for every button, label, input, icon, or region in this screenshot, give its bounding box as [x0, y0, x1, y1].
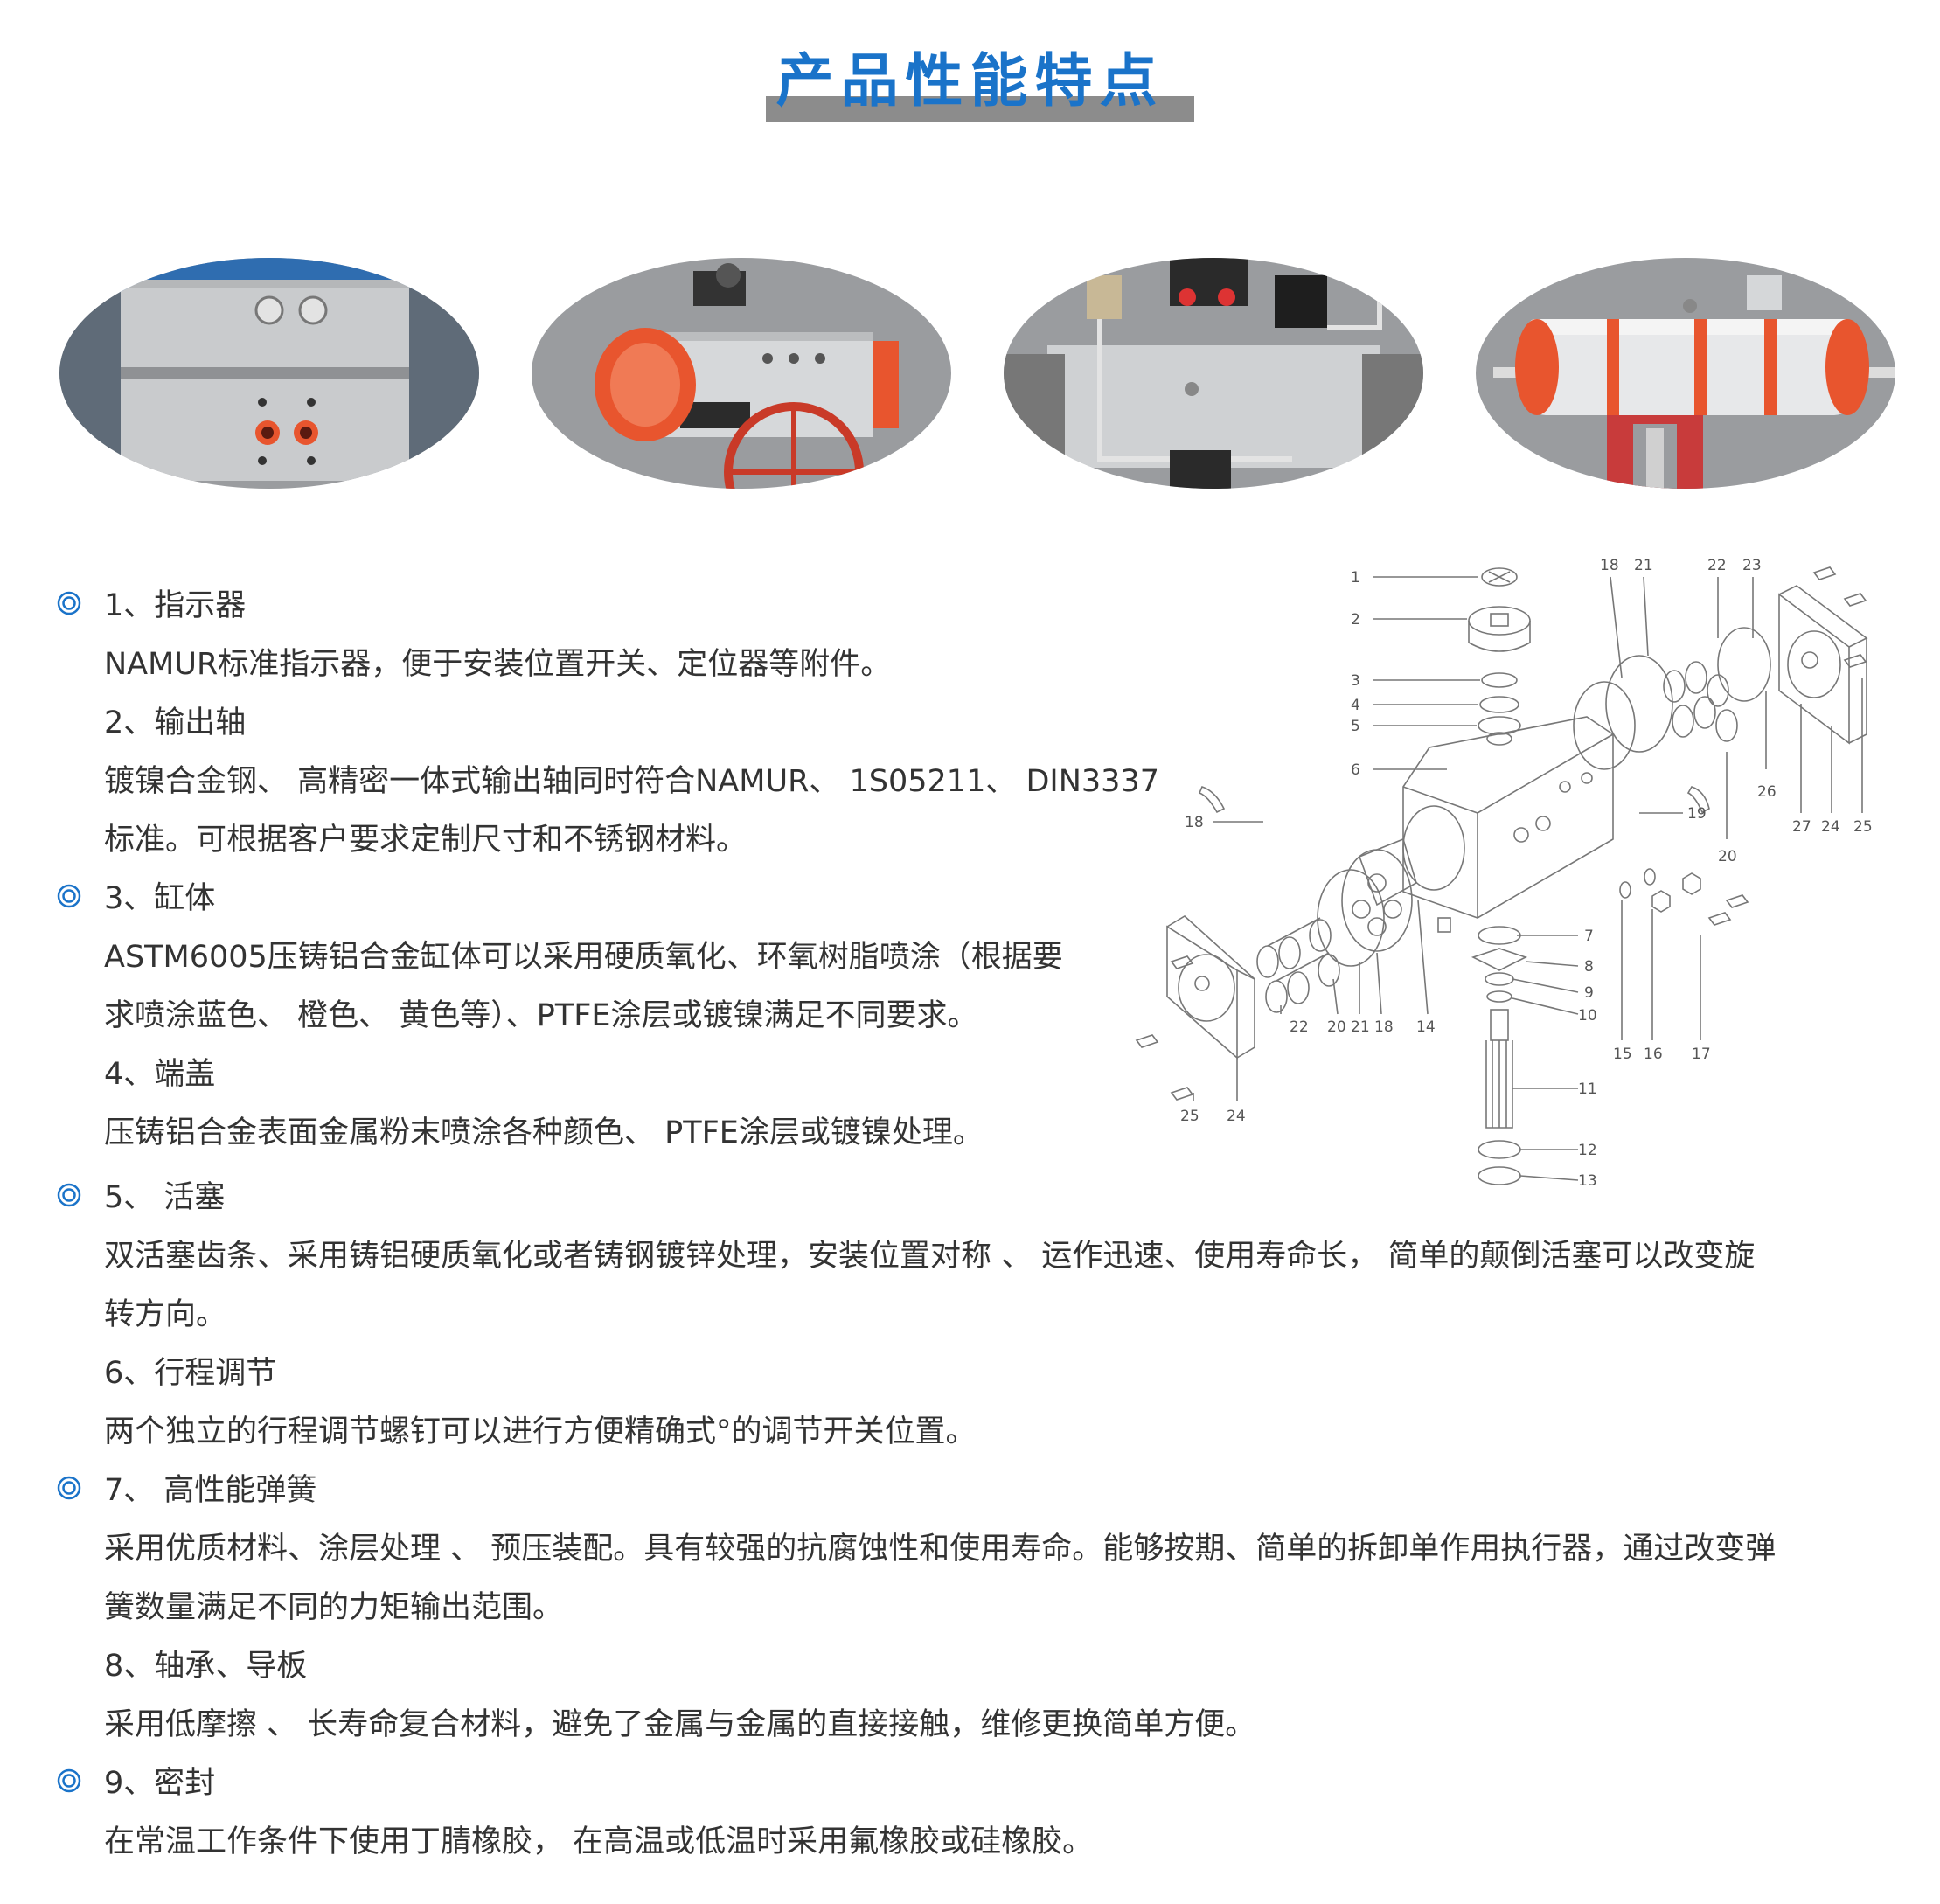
title-section: 产品性能特点 [0, 0, 1940, 131]
feature-heading: 8、轴承、导板 [104, 1649, 308, 1684]
feature-text: 在常温工作条件下使用丁腈橡胶， 在高温或低温时采用氟橡胶或硅橡胶。 [104, 1824, 1094, 1859]
feature-heading: 3、缸体 [104, 881, 216, 916]
feature-text: 镀镍合金钢、 高精密一体式输出轴同时符合NAMUR、 1S05211、 DIN3… [104, 764, 1159, 799]
feature-heading: 2、输出轴 [104, 705, 247, 740]
part-label: 7 [1584, 928, 1594, 945]
part-label: 13 [1578, 1172, 1597, 1190]
bullet-circle-icon [56, 1182, 82, 1208]
part-label: 20 [1718, 848, 1737, 865]
part-label: 4 [1351, 697, 1360, 714]
part-label: 8 [1584, 958, 1594, 976]
part-label: 25 [1853, 818, 1873, 836]
product-photo-3 [1004, 258, 1423, 490]
page-title: 产品性能特点 [775, 47, 1165, 115]
part-label: 22 [1707, 557, 1727, 574]
part-label: 19 [1687, 805, 1707, 823]
feature-text: 求喷涂蓝色、 橙色、 黄色等）、PTFE涂层或镀镍满足不同要求。 [104, 998, 978, 1033]
feature-heading: 6、行程调节 [104, 1356, 277, 1391]
product-photo-1 [59, 258, 479, 490]
feature-heading: 1、指示器 [104, 588, 247, 623]
part-label: 1 [1351, 569, 1360, 587]
part-label: 17 [1692, 1046, 1711, 1063]
part-label: 23 [1742, 557, 1762, 574]
part-label: 15 [1613, 1046, 1632, 1063]
feature-text: 采用低摩擦 、 长寿命复合材料，避免了金属与金属的直接接触，维修更换简单方便。 [104, 1707, 1256, 1742]
part-label: 22 [1290, 1018, 1309, 1036]
feature-text: NAMUR标准指示器，便于安装位置开关、定位器等附件。 [104, 647, 892, 682]
feature-text: 簧数量满足不同的力矩输出范围。 [104, 1590, 564, 1625]
feature-text: 采用优质材料、涂层处理 、 预压装配。具有较强的抗腐蚀性和使用寿命。能够按期、简… [104, 1532, 1777, 1567]
feature-text: 转方向。 [104, 1297, 227, 1332]
part-label: 10 [1578, 1007, 1597, 1025]
bullet-circle-icon [56, 1768, 82, 1794]
part-label: 18 [1374, 1018, 1394, 1036]
part-label: 6 [1351, 761, 1360, 779]
feature-text: 压铸铝合金表面金属粉末喷涂各种颜色、 PTFE涂层或镀镍处理。 [104, 1115, 984, 1150]
part-label: 14 [1416, 1018, 1436, 1036]
part-label: 18 [1185, 814, 1204, 831]
feature-heading: 7、 高性能弹簧 [104, 1473, 317, 1508]
product-photo-2 [532, 258, 951, 490]
feature-heading: 5、 活塞 [104, 1180, 226, 1215]
part-label: 24 [1821, 818, 1840, 836]
bullet-circle-icon [56, 1475, 82, 1501]
part-label: 21 [1634, 557, 1653, 574]
feature-text: 双活塞齿条、采用铸铝硬质氧化或者铸钢镀锌处理，安装位置对称 、 运作迅速、使用寿… [104, 1239, 1756, 1274]
part-label: 20 [1327, 1018, 1346, 1036]
feature-heading: 4、端盖 [104, 1057, 216, 1092]
product-photo-4 [1476, 258, 1895, 490]
exploded-parts-diagram: 1 2 3 4 5 6 7 8 9 10 11 12 13 14 15 16 1… [1115, 551, 1928, 1224]
feature-text: ASTM6005压铸铝合金缸体可以采用硬质氧化、环氧树脂喷涂（根据要 [104, 940, 1063, 975]
part-label: 16 [1644, 1046, 1663, 1063]
part-label: 26 [1757, 783, 1777, 801]
part-label: 27 [1792, 818, 1811, 836]
part-label: 25 [1180, 1108, 1199, 1125]
part-label: 3 [1351, 672, 1360, 690]
part-label: 21 [1351, 1018, 1370, 1036]
part-label: 12 [1578, 1142, 1597, 1159]
part-label: 24 [1227, 1108, 1246, 1125]
bullet-circle-icon [56, 883, 82, 909]
part-label: 9 [1584, 984, 1594, 1002]
part-label: 2 [1351, 611, 1360, 629]
part-label: 18 [1600, 557, 1619, 574]
feature-text: 标准。可根据客户要求定制尺寸和不锈钢材料。 [104, 823, 747, 858]
title-underline-bar [766, 96, 1194, 122]
part-label: 5 [1351, 718, 1360, 735]
part-label: 11 [1578, 1081, 1597, 1098]
bullet-circle-icon [56, 590, 82, 616]
feature-heading: 9、密封 [104, 1766, 216, 1801]
feature-text: 两个独立的行程调节螺钉可以进行方便精确式°的调节开关位置。 [104, 1414, 977, 1449]
